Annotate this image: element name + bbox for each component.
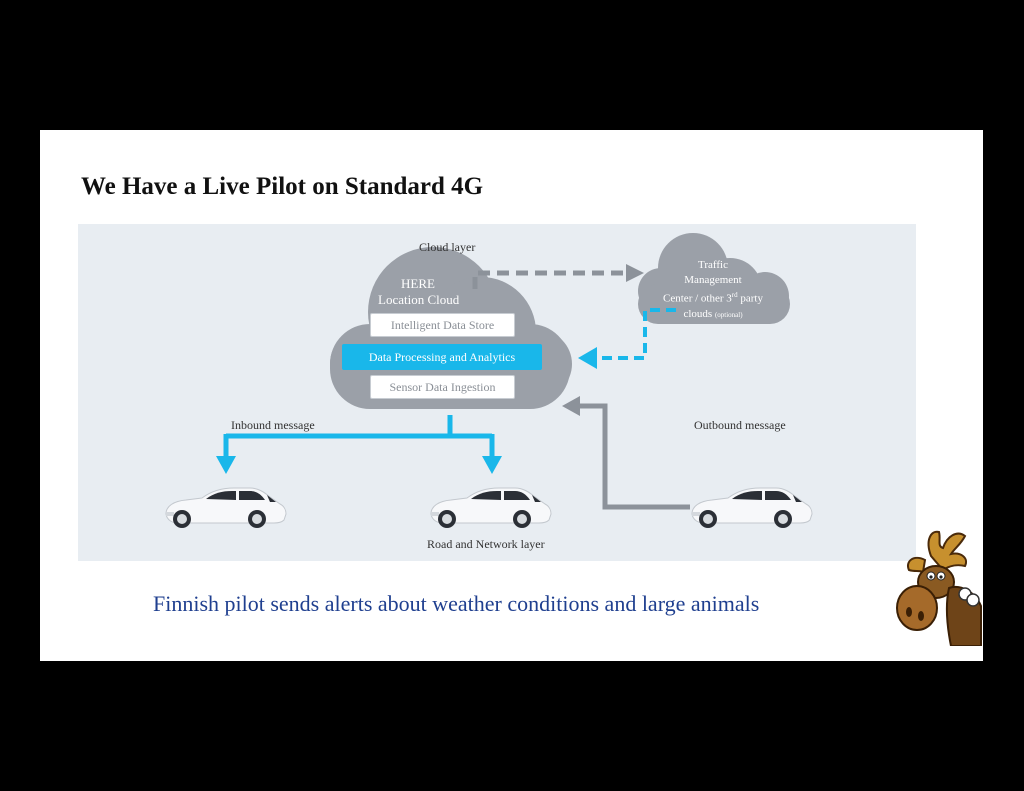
outbound-arrow bbox=[562, 396, 690, 510]
traffic-line3-prefix: Center / other 3 bbox=[663, 292, 732, 305]
slide-title: We Have a Live Pilot on Standard 4G bbox=[81, 173, 484, 200]
here-cloud-title-line1: HERE bbox=[401, 276, 435, 291]
traffic-line3-sup: rd bbox=[731, 291, 738, 299]
outbound-dashed-arrow bbox=[472, 270, 626, 289]
traffic-line4-text: clouds bbox=[683, 307, 713, 320]
traffic-line4-note: (optional) bbox=[714, 310, 743, 319]
car-icon bbox=[430, 487, 552, 529]
here-cloud-title: HERE Location Cloud bbox=[378, 276, 460, 308]
traffic-line3-suffix: party bbox=[737, 292, 763, 305]
data-processing-box: Data Processing and Analytics bbox=[342, 344, 542, 370]
intelligent-data-store-box: Intelligent Data Store bbox=[370, 313, 515, 337]
traffic-cloud-label: Traffic Management Center / other 3rd pa… bbox=[643, 258, 783, 323]
traffic-cloud-icon bbox=[638, 233, 790, 324]
inbound-dashed-arrow bbox=[596, 308, 676, 360]
traffic-line3: Center / other 3rd party bbox=[643, 288, 783, 307]
traffic-line4: clouds (optional) bbox=[643, 307, 783, 323]
traffic-line1: Traffic bbox=[698, 259, 728, 271]
sensor-data-ingestion-box: Sensor Data Ingestion bbox=[370, 375, 515, 399]
road-network-layer-label: Road and Network layer bbox=[427, 537, 545, 551]
cloud-layer-label: Cloud layer bbox=[419, 240, 476, 254]
here-cloud-title-line2: Location Cloud bbox=[378, 292, 460, 307]
moose-icon bbox=[896, 530, 982, 646]
slide-caption: Finnish pilot sends alerts about weather… bbox=[153, 591, 760, 616]
inbound-arrows bbox=[216, 415, 502, 474]
traffic-line2: Management bbox=[684, 274, 742, 286]
dashed-blue-arrowhead bbox=[578, 347, 597, 369]
slide: We Have a Live Pilot on Standard 4G bbox=[40, 130, 983, 661]
outbound-message-label: Outbound message bbox=[694, 418, 786, 432]
architecture-diagram: Cloud layer HERE Location Cloud Intellig… bbox=[78, 224, 916, 561]
dashed-arrowhead bbox=[626, 264, 644, 282]
car-icon bbox=[165, 487, 287, 529]
car-icon bbox=[691, 487, 813, 529]
inbound-message-label: Inbound message bbox=[231, 418, 315, 432]
